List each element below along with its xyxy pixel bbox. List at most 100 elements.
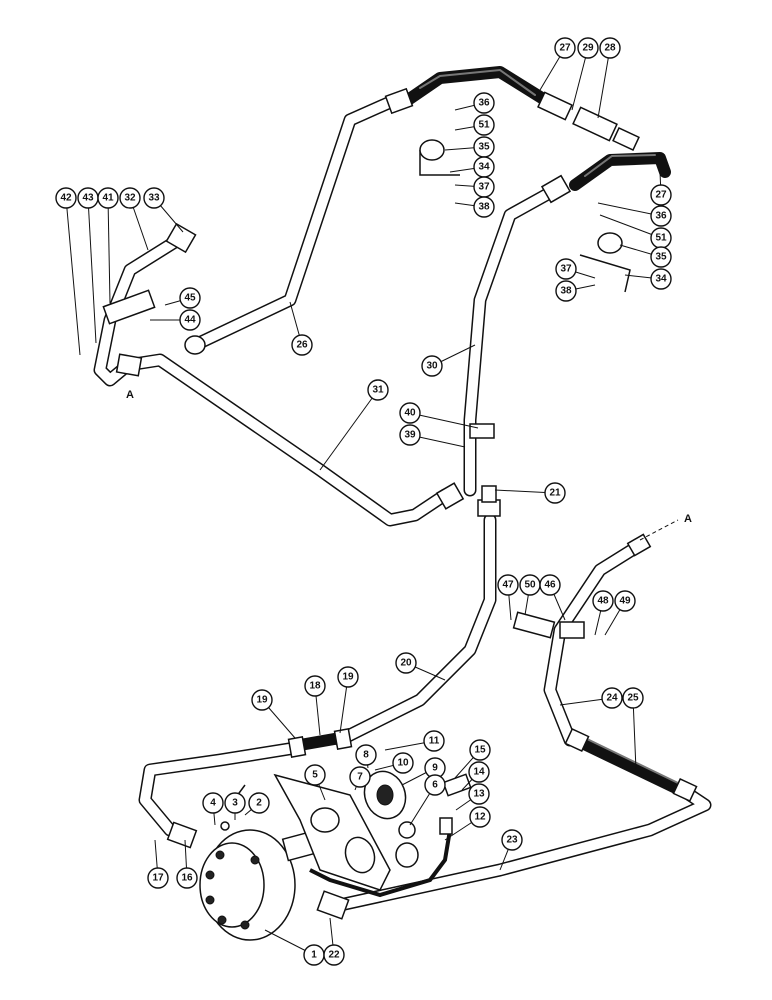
callout-28: 28 [599,37,621,59]
callout-label: 4 [210,798,216,809]
callout-34: 34 [473,156,495,178]
callout-circle [650,184,672,206]
connection-marker-right: A [684,513,692,525]
callout-10: 10 [392,752,414,774]
callout-circle [97,187,119,209]
callout-circle [399,402,421,424]
callout-21: 21 [544,482,566,504]
callout-32: 32 [119,187,141,209]
callout-circle [304,675,326,697]
callout-49: 49 [614,590,636,612]
callout-circle [337,666,359,688]
callout-label: 29 [582,43,594,54]
callout-circle [251,689,273,711]
callout-51: 51 [473,114,495,136]
callout-12: 12 [469,806,491,828]
callout-27: 27 [554,37,576,59]
callout-circle [601,687,623,709]
callout-circle [202,792,224,814]
hose-27-upper [399,66,551,108]
callout-18: 18 [304,675,326,697]
callout-label: 28 [604,43,616,54]
callout-label: 33 [148,193,160,204]
callout-label: 21 [549,488,561,499]
callout-11: 11 [423,730,445,752]
callout-40: 40 [399,402,421,424]
tube-26 [188,93,402,352]
callout-leader-42 [65,197,81,356]
callout-35: 35 [650,246,672,268]
callout-circle [650,268,672,290]
callout-25: 25 [622,687,644,709]
callout-circle [355,744,377,766]
callout-label: 45 [184,293,196,304]
callout-label: 6 [432,780,438,791]
callout-label: 2 [256,798,262,809]
callout-30: 30 [421,355,443,377]
callout-label: 47 [502,580,514,591]
hose-coupling-29-28 [537,91,640,151]
callout-45: 45 [179,287,201,309]
tube-24 [543,538,647,747]
callout-leader-31 [319,389,379,471]
callout-label: 1 [311,950,317,961]
callout-circle [650,246,672,268]
callout-label: 42 [60,193,72,204]
callout-leader-25 [632,697,637,771]
callout-circle [577,37,599,59]
callout-label: 10 [397,758,409,769]
callout-label: 43 [82,193,94,204]
callout-circle [291,334,313,356]
callout-39: 39 [399,424,421,446]
callout-circle [468,761,490,783]
callout-circle [367,379,389,401]
callout-27: 27 [650,184,672,206]
callout-circle [119,187,141,209]
callout-37: 37 [473,176,495,198]
callout-label: 20 [400,658,412,669]
callout-label: 17 [152,873,164,884]
callout-label: 27 [559,43,571,54]
callout-3: 3 [224,792,246,814]
callout-16: 16 [176,867,198,889]
callout-label: 8 [363,750,369,761]
callout-label: 38 [560,286,572,297]
callout-1: 1 [303,944,325,966]
callout-43: 43 [77,187,99,209]
callout-circle [323,944,345,966]
callout-circle [544,482,566,504]
hose-18 [294,732,346,751]
callout-circle [555,280,577,302]
callout-label: 36 [655,211,667,222]
hose-27-lower [569,152,671,191]
callout-circle [468,783,490,805]
callout-26: 26 [291,334,313,356]
callout-label: 49 [619,596,631,607]
callout-circle [622,687,644,709]
callout-label: 51 [478,120,490,131]
callout-label: 39 [404,430,416,441]
tube-23 [333,788,712,912]
callout-circle [592,590,614,612]
callout-38: 38 [473,196,495,218]
callout-label: 50 [524,580,536,591]
callout-label: 31 [372,385,384,396]
callout-48: 48 [592,590,614,612]
gear-coupling-parts [220,770,472,874]
callout-label: 36 [478,98,490,109]
callout-label: 38 [478,202,490,213]
callout-circle [248,792,270,814]
callout-circle [179,309,201,331]
callout-label: 34 [655,274,667,285]
callout-circle [176,867,198,889]
callout-circle [349,766,371,788]
callout-circle [497,574,519,596]
hose-25 [574,736,686,796]
callout-label: 19 [256,695,268,706]
callout-label: 7 [357,772,363,783]
callout-50: 50 [519,574,541,596]
callout-44: 44 [179,309,201,331]
tube-30 [463,183,562,497]
callout-label: 51 [655,233,667,244]
